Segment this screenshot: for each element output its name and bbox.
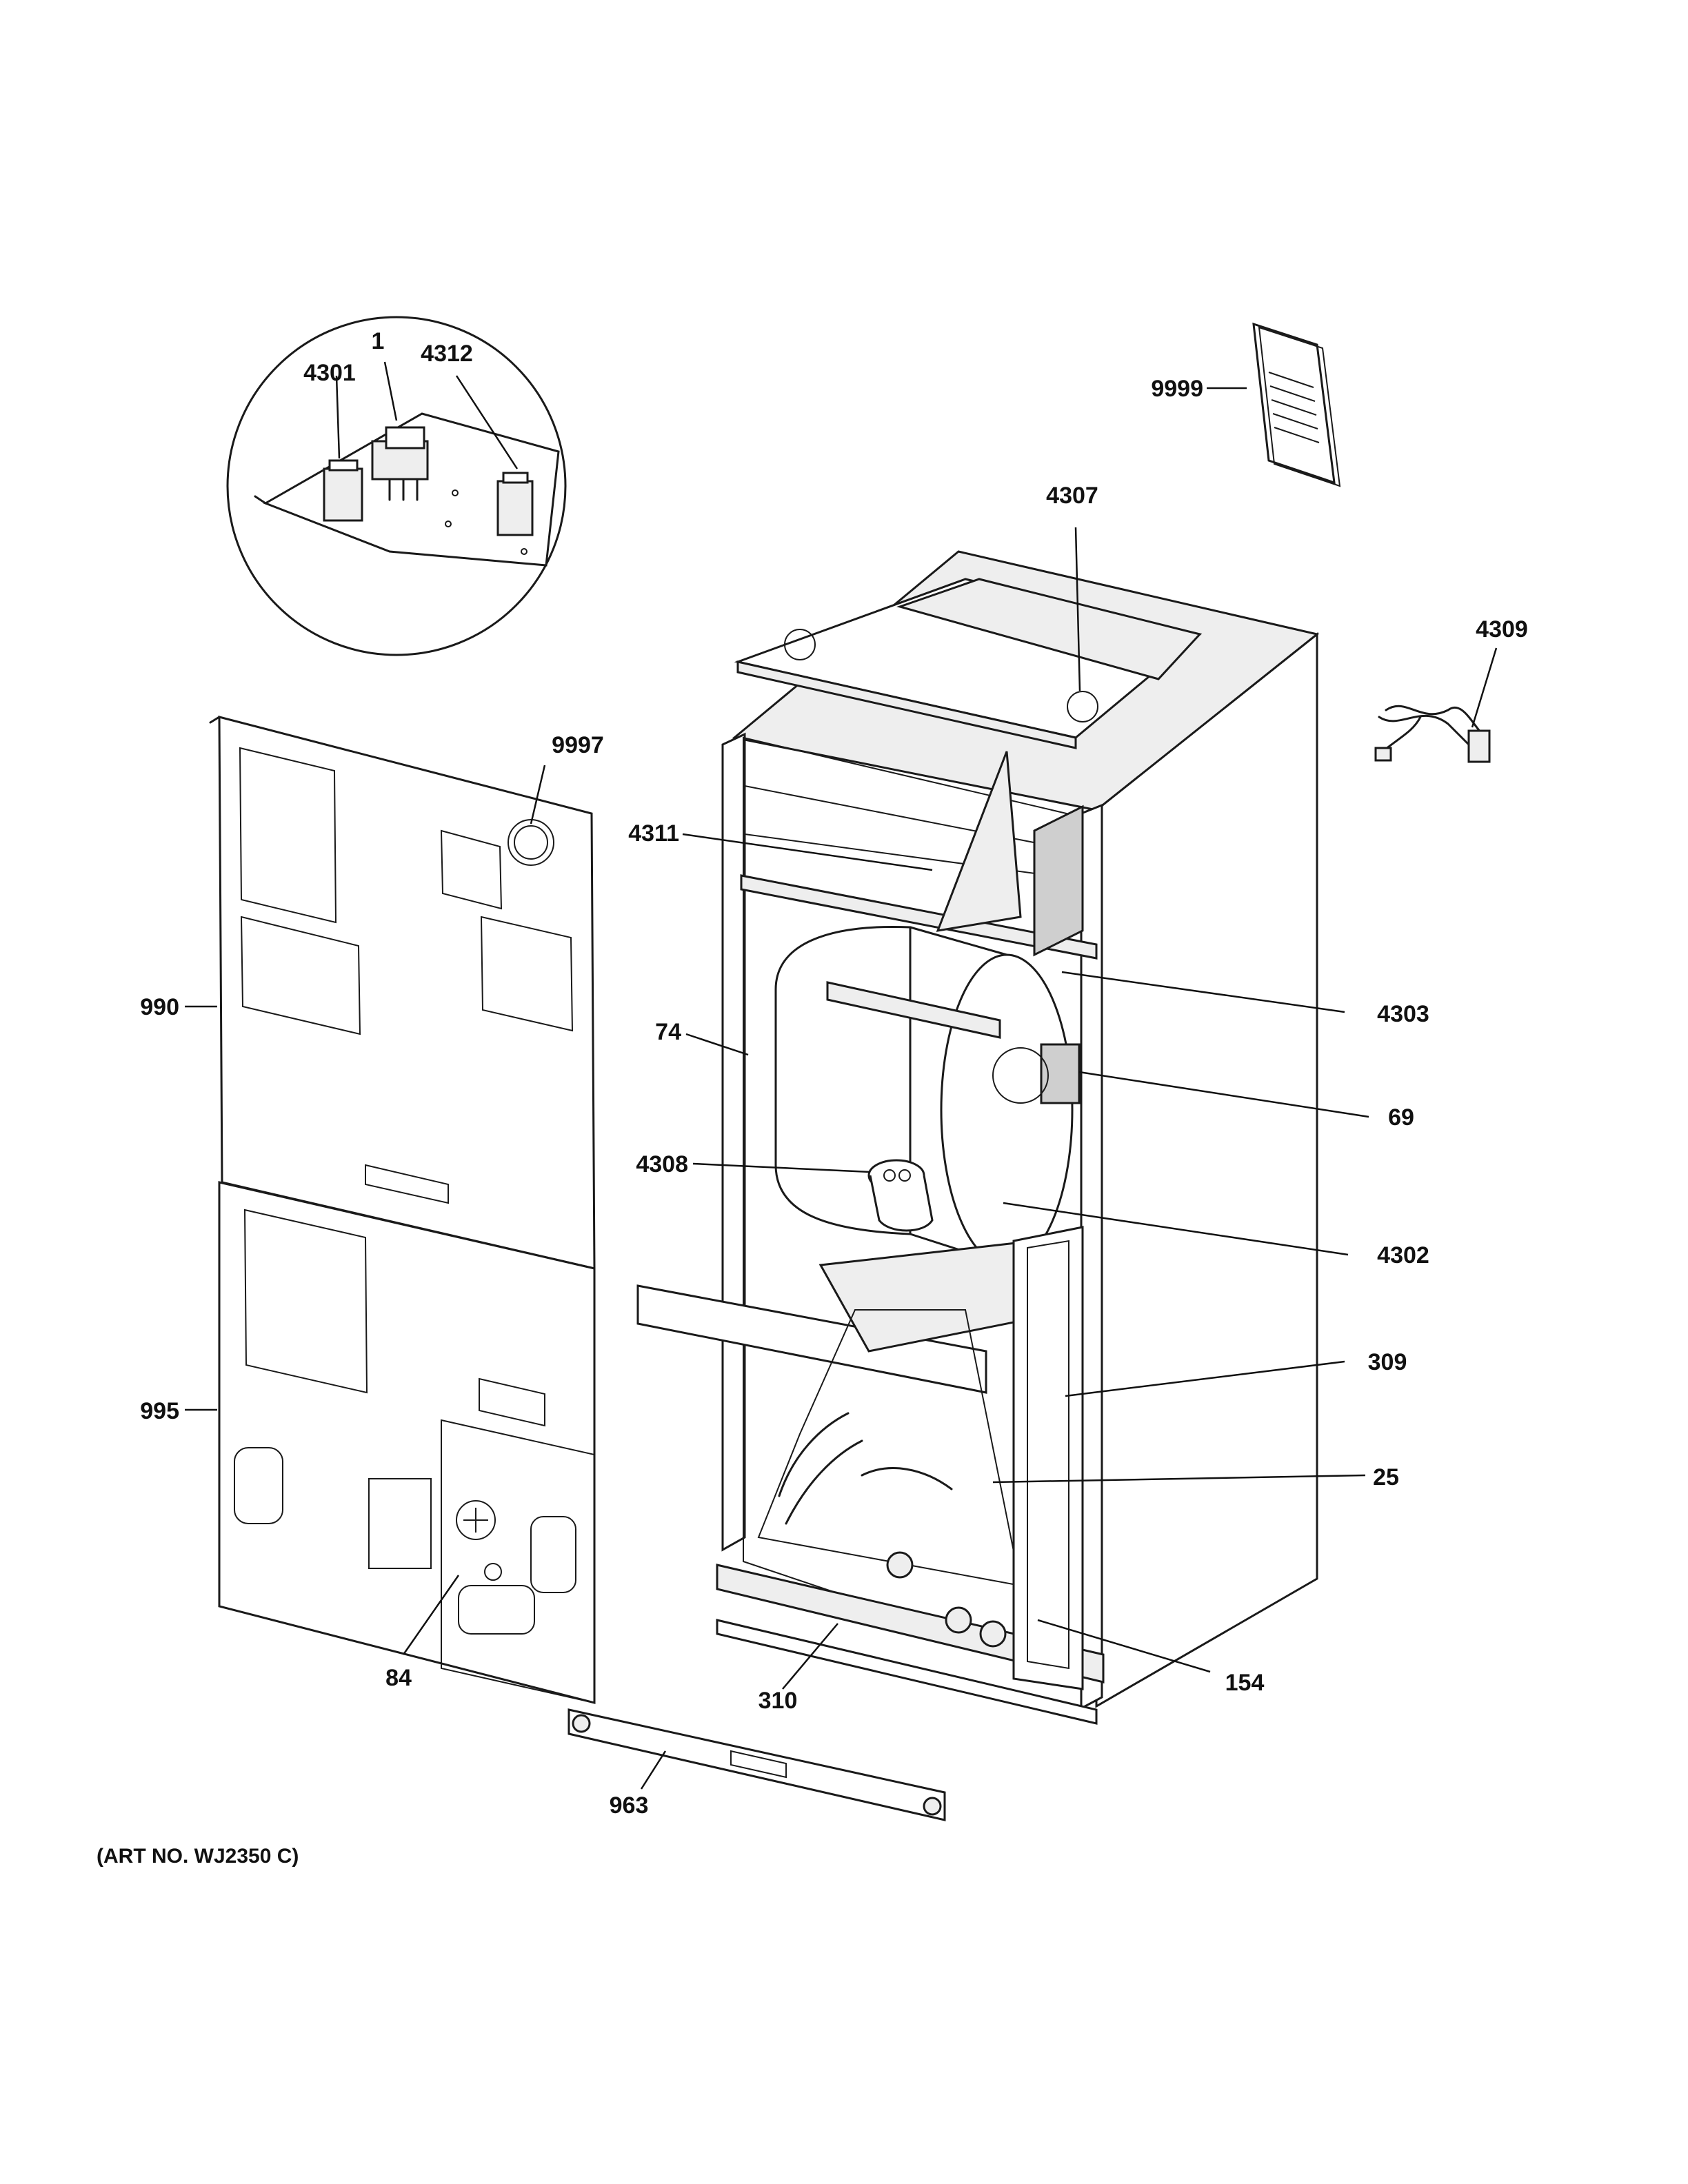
part-label-4312: 4312 [421, 341, 473, 367]
part-label-4311: 4311 [628, 820, 679, 847]
run-capacitor [867, 1159, 934, 1232]
literature-booklet [1252, 322, 1341, 487]
leader-lines [185, 361, 1498, 1790]
bottom-rail [567, 1708, 946, 1821]
top-cover [734, 578, 1203, 749]
art-number: (ART NO. WJ2350 C) [97, 1845, 299, 1868]
part-labels: 1 4301 4312 9999 4307 4309 9997 4311 990… [140, 328, 1528, 1819]
part-label-154: 154 [1225, 1670, 1265, 1696]
upper-access-panel [209, 716, 596, 1270]
part-label-84: 84 [385, 1665, 412, 1691]
part-label-4303: 4303 [1377, 1001, 1429, 1027]
part-label-995: 995 [140, 1398, 179, 1424]
part-label-74: 74 [655, 1019, 681, 1045]
part-label-310: 310 [758, 1688, 798, 1714]
part-label-990: 990 [140, 994, 179, 1020]
control-board-detail [226, 316, 567, 656]
part-label-69: 69 [1388, 1104, 1414, 1131]
part-label-309: 309 [1368, 1349, 1407, 1375]
blower-housing [774, 925, 1081, 1266]
part-label-25: 25 [1373, 1464, 1399, 1490]
part-label-4307: 4307 [1046, 483, 1098, 509]
part-label-1: 1 [372, 328, 385, 354]
part-label-9997: 9997 [552, 732, 604, 758]
part-label-9999: 9999 [1151, 376, 1203, 402]
evaporator-coil [636, 1226, 1084, 1690]
part-label-4309: 4309 [1476, 616, 1528, 643]
lower-access-panel [218, 1181, 596, 1704]
part-label-4302: 4302 [1377, 1242, 1429, 1268]
wire-harness [1374, 705, 1491, 763]
part-label-963: 963 [610, 1792, 649, 1819]
part-label-4301: 4301 [303, 360, 356, 386]
air-duct-piece [936, 751, 1022, 932]
part-label-4308: 4308 [636, 1151, 688, 1177]
